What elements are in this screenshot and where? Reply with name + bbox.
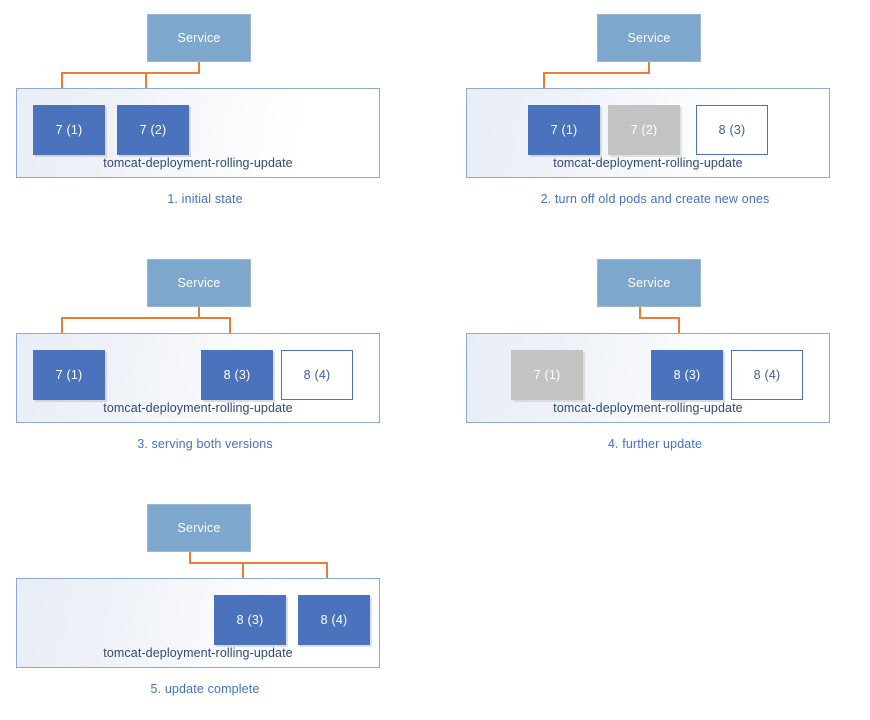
service-box: Service [147, 259, 251, 307]
pod-label: 7 (2) [630, 123, 658, 137]
pod-label: 7 (1) [55, 368, 83, 382]
pod-label: 8 (3) [236, 613, 264, 627]
pod-box[interactable]: 8 (3) [201, 350, 273, 400]
pod-label: 8 (4) [303, 368, 331, 382]
pod-label: 8 (3) [223, 368, 251, 382]
panel-further-update: Service 7 (1) 8 (3) 8 (4) tomcat-deploym… [450, 245, 860, 475]
pod-box[interactable]: 8 (4) [731, 350, 803, 400]
service-label: Service [177, 521, 221, 535]
pod-box[interactable]: 7 (2) [117, 105, 189, 155]
pod-box[interactable]: 7 (1) [528, 105, 600, 155]
pod-box[interactable]: 8 (3) [651, 350, 723, 400]
deployment-name-label: tomcat-deployment-rolling-update [553, 156, 743, 170]
panel-caption: 1. initial state [167, 192, 243, 206]
deployment-name-label: tomcat-deployment-rolling-update [553, 401, 743, 415]
service-box: Service [147, 504, 251, 552]
service-label: Service [627, 31, 671, 45]
deployment-container: 8 (3) 8 (4) tomcat-deployment-rolling-up… [16, 578, 380, 668]
deployment-container: 7 (1) 7 (2) 8 (3) tomcat-deployment-roll… [466, 88, 830, 178]
pod-label: 8 (4) [753, 368, 781, 382]
pod-label: 7 (1) [55, 123, 83, 137]
deployment-name-label: tomcat-deployment-rolling-update [103, 646, 293, 660]
pod-box[interactable]: 7 (2) [608, 105, 680, 155]
pod-label: 8 (3) [673, 368, 701, 382]
pod-box[interactable]: 7 (1) [511, 350, 583, 400]
service-box: Service [597, 259, 701, 307]
deployment-name-label: tomcat-deployment-rolling-update [103, 401, 293, 415]
pod-label: 7 (1) [550, 123, 578, 137]
service-box: Service [147, 14, 251, 62]
deployment-container: 7 (1) 7 (2) tomcat-deployment-rolling-up… [16, 88, 380, 178]
pod-box[interactable]: 7 (1) [33, 105, 105, 155]
service-label: Service [177, 31, 221, 45]
pod-label: 8 (4) [320, 613, 348, 627]
service-label: Service [177, 276, 221, 290]
deployment-name-label: tomcat-deployment-rolling-update [103, 156, 293, 170]
panel-caption: 3. serving both versions [137, 437, 273, 451]
panel-update-complete: Service 8 (3) 8 (4) tomcat-deployment-ro… [0, 490, 410, 720]
deployment-container: 7 (1) 8 (3) 8 (4) tomcat-deployment-roll… [466, 333, 830, 423]
pod-label: 7 (2) [139, 123, 167, 137]
panel-serving-both-versions: Service 7 (1) 8 (3) 8 (4) tomcat-deploym… [0, 245, 410, 475]
panel-initial-state: Service 7 (1) 7 (2) tomcat-deployment-ro… [0, 0, 410, 230]
pod-box[interactable]: 8 (3) [696, 105, 768, 155]
deployment-container: 7 (1) 8 (3) 8 (4) tomcat-deployment-roll… [16, 333, 380, 423]
panel-caption: 4. further update [607, 437, 703, 451]
panel-turn-off-old-pods: Service 7 (1) 7 (2) 8 (3) tomcat-deploym… [450, 0, 860, 230]
pod-box[interactable]: 8 (4) [281, 350, 353, 400]
service-label: Service [627, 276, 671, 290]
pod-box[interactable]: 8 (4) [298, 595, 370, 645]
pod-label: 8 (3) [718, 123, 746, 137]
pod-label: 7 (1) [533, 368, 561, 382]
service-box: Service [597, 14, 701, 62]
panel-caption: 2. turn off old pods and create new ones [540, 192, 770, 206]
pod-box[interactable]: 8 (3) [214, 595, 286, 645]
pod-box[interactable]: 7 (1) [33, 350, 105, 400]
panel-caption: 5. update complete [150, 682, 260, 696]
